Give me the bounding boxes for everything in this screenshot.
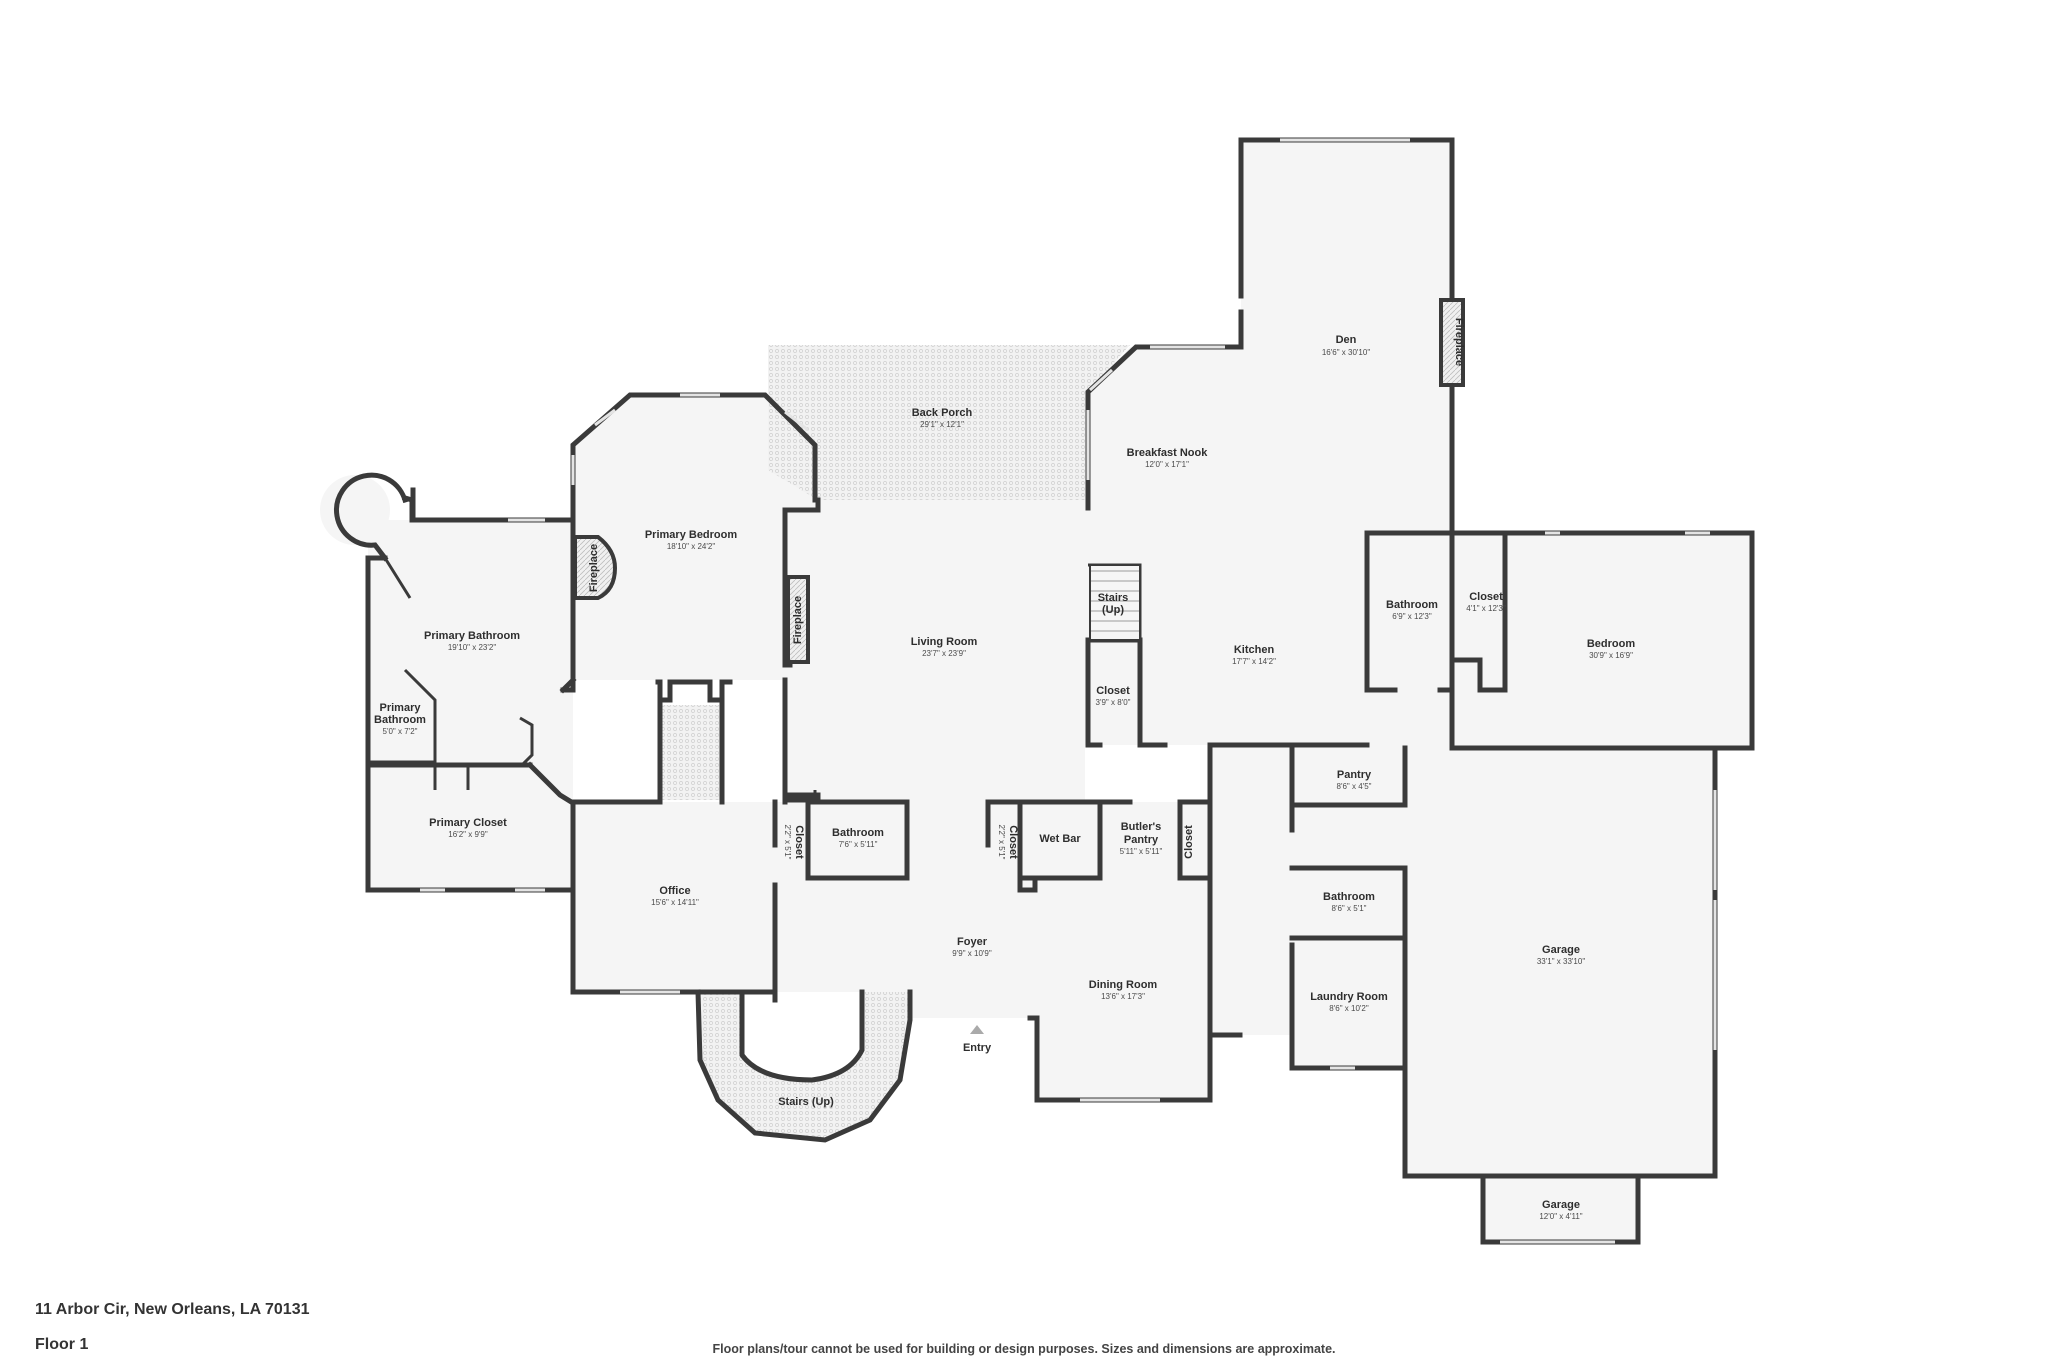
room-name-butlers-pantry-2: Pantry [1124,834,1159,846]
room-dim-closet-right: 4'1" x 12'3" [1466,604,1506,613]
room-dim-bathroom-garage: 8'6" x 5'1" [1332,904,1367,913]
fireplace-label-living: Fireplace [792,596,804,644]
room-dim-back-porch: 29'1" x 12'1" [920,420,964,429]
room-dim-den: 16'6" x 30'10" [1322,348,1370,357]
fireplace-den [1439,298,1465,387]
room-dim-bedroom: 30'9" x 16'9" [1589,651,1633,660]
room-dim-primary-bathroom: 19'10" x 23'2" [448,643,496,652]
room-dim-closet-office: 2'2" x 5'1" [783,825,792,860]
room-name-closet-office: Closet [793,825,805,859]
room-name-wet-bar: Wet Bar [1039,833,1081,845]
room-name-primary-bathroom-small-1: Primary [380,702,422,714]
room-name-closet-wetbar: Closet [1007,825,1019,859]
room-labels: Den 16'6" x 30'10" Back Porch 29'1" x 12… [374,318,1635,1221]
room-name-stairs-inner-1: Stairs [1098,592,1129,604]
room-name-primary-bedroom: Primary Bedroom [645,529,738,541]
front-stairs-area [698,992,910,1140]
windows [420,138,1717,1244]
room-dim-dining-room: 13'6" x 17'3" [1101,992,1145,1001]
room-name-bathroom-garage: Bathroom [1323,891,1375,903]
back-porch-area [768,345,1130,500]
room-name-butlers-pantry-1: Butler's [1121,821,1162,833]
property-address: 11 Arbor Cir, New Orleans, LA 70131 [35,1301,310,1318]
room-dim-pantry: 8'6" x 4'5" [1337,782,1372,791]
room-dim-kitchen: 17'7" x 14'2" [1232,657,1276,666]
room-dim-bathroom-center: 7'6" x 5'11" [839,840,878,849]
room-name-bathroom-right: Bathroom [1386,599,1438,611]
room-name-primary-closet: Primary Closet [429,817,507,829]
room-dim-butlers-pantry: 5'11" x 5'11" [1120,847,1163,856]
room-name-kitchen: Kitchen [1234,644,1275,656]
room-dim-garage-small: 12'0" x 4'11" [1539,1212,1582,1221]
fireplace-living [786,575,810,664]
entry-label: Entry [963,1042,992,1054]
stair-shaft [660,705,722,800]
room-name-back-porch: Back Porch [912,407,973,419]
room-name-laundry-room: Laundry Room [1310,991,1388,1003]
room-name-stairs-inner-2: (Up) [1102,604,1124,616]
room-name-garage: Garage [1542,944,1580,956]
inner-stairs [1089,564,1141,641]
room-name-office: Office [659,885,690,897]
room-dim-closet-kitchen: 3'9" x 8'0" [1096,698,1131,707]
room-dim-primary-bedroom: 18'10" x 24'2" [667,542,715,551]
room-name-stairs-front: Stairs (Up) [778,1096,834,1108]
room-name-primary-bathroom-small-2: Bathroom [374,714,426,726]
room-name-breakfast-nook: Breakfast Nook [1127,447,1209,459]
entry-arrow-icon [970,1025,984,1034]
room-name-foyer: Foyer [957,936,988,948]
room-name-bathroom-center: Bathroom [832,827,884,839]
room-dim-laundry-room: 8'6" x 10'2" [1329,1004,1369,1013]
room-name-closet-kitchen: Closet [1096,685,1130,697]
fireplace-label-primary-bedroom: Fireplace [588,544,600,592]
room-dim-bathroom-right: 6'9" x 12'3" [1392,612,1432,621]
disclaimer-text: Floor plans/tour cannot be used for buil… [712,1342,1336,1356]
room-dim-garage: 33'1" x 33'10" [1537,957,1585,966]
room-dim-primary-bathroom-small: 5'0" x 7'2" [383,727,418,736]
room-dim-primary-closet: 16'2" x 9'9" [448,830,488,839]
room-dim-foyer: 9'9" x 10'9" [952,949,992,958]
room-name-pantry: Pantry [1337,769,1372,781]
room-name-closet-right: Closet [1469,591,1503,603]
room-name-dining-room: Dining Room [1089,979,1158,991]
room-name-closet-dining: Closet [1183,825,1195,859]
room-dim-closet-wetbar: 2'2" x 5'1" [997,825,1006,860]
room-dim-living-room: 23'7" x 23'9" [922,649,966,658]
room-name-bedroom: Bedroom [1587,638,1636,650]
room-dim-office: 15'6" x 14'11" [651,898,699,907]
room-name-den: Den [1336,334,1357,346]
room-name-garage-small: Garage [1542,1199,1580,1211]
fireplace-label-den: Fireplace [1453,318,1465,366]
room-name-primary-bathroom: Primary Bathroom [424,630,520,642]
room-name-living-room: Living Room [911,636,978,648]
fireplace-primary-bedroom [573,535,618,600]
room-dim-breakfast-nook: 12'0" x 17'1" [1145,460,1189,469]
floor-label: Floor 1 [35,1336,89,1353]
